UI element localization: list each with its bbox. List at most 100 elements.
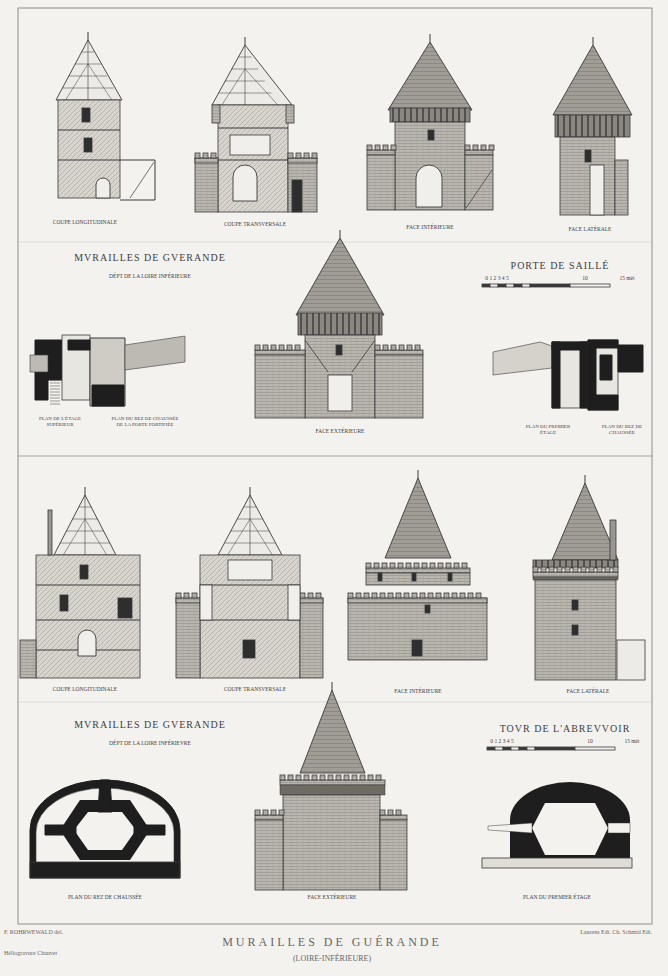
arched-door (233, 165, 257, 201)
merlon (398, 563, 403, 568)
merlon (288, 775, 293, 780)
roof-truss (250, 519, 272, 555)
window (378, 573, 382, 581)
drawing-caption: PLAN DU PREMIER ÉTAGE (502, 894, 612, 900)
window (412, 640, 422, 656)
plate-frame (18, 8, 652, 924)
merlon (436, 593, 441, 598)
corbel (611, 115, 612, 137)
corbel (581, 115, 582, 137)
arched-door (78, 630, 96, 656)
corbel-band (280, 785, 385, 795)
drawing-caption: COUPE TRANSVERSALE (210, 221, 300, 227)
drawing-caption: 0 1 2 3 4 5 (472, 738, 532, 744)
merlon (304, 775, 309, 780)
wall (465, 155, 493, 210)
plan-floor (62, 335, 90, 400)
merlon (428, 593, 433, 598)
merlon (279, 345, 284, 350)
merlon (367, 145, 372, 150)
drawing-caption: FACE EXTÉRIEURE (287, 894, 377, 900)
wall (367, 155, 395, 210)
plan-mass (552, 342, 560, 408)
corbel (422, 108, 423, 122)
finial (250, 487, 251, 495)
roof (300, 690, 365, 773)
merlon (605, 567, 610, 572)
merlon (287, 345, 292, 350)
corbel (398, 108, 399, 122)
drawbridge-chain (352, 340, 375, 372)
stair (50, 380, 60, 381)
merlon (420, 593, 425, 598)
chimney (610, 520, 616, 560)
drawing-caption: FACE INTÉRIEURE (385, 224, 475, 230)
merlon (368, 775, 373, 780)
corbel (366, 313, 367, 335)
parapet (195, 158, 218, 163)
wall (200, 555, 300, 678)
wall (380, 820, 407, 890)
wall (590, 165, 604, 215)
corbel (404, 108, 405, 122)
merlon (255, 810, 260, 815)
window (84, 138, 92, 152)
stair (50, 398, 60, 399)
finial (332, 682, 333, 690)
machicolation (555, 115, 630, 137)
wall-outline (120, 160, 155, 200)
merlon (415, 345, 420, 350)
merlon (195, 153, 200, 158)
merlon (380, 810, 385, 815)
stair (50, 389, 60, 390)
drawing-caption: PLAN DU REZ DE CHAUSSÉE DE LA PORTE FORT… (110, 416, 180, 428)
roof (552, 483, 618, 560)
stair (50, 404, 60, 405)
drawing-caption: DÉPT DE LA LOIRE INFÉRIEURE (80, 273, 220, 279)
merlon (613, 567, 618, 572)
merlon (263, 345, 268, 350)
scale-bar (575, 747, 615, 750)
merlon (184, 593, 189, 598)
wall (176, 598, 200, 678)
scale-bar (535, 747, 575, 750)
floor-line (218, 159, 288, 160)
roof (388, 42, 472, 110)
corbel (372, 313, 373, 335)
corbel (587, 115, 588, 137)
plan-floor (90, 338, 125, 406)
corbel-band (533, 577, 618, 580)
parapet (366, 568, 470, 573)
stair (50, 392, 60, 393)
plan-wall (125, 336, 185, 370)
corbel (416, 108, 417, 122)
window (425, 605, 430, 613)
window (82, 108, 90, 122)
merlon (388, 810, 393, 815)
finial (585, 475, 586, 483)
corbel (306, 313, 307, 335)
corbel (563, 115, 564, 137)
drawing-caption: FACE LATÉRALE (548, 688, 628, 694)
corbel (434, 108, 435, 122)
parapet (255, 815, 283, 820)
merlon (390, 563, 395, 568)
plate-heading: MVRAILLES DE GVERANDE (65, 719, 235, 731)
wall (366, 573, 470, 585)
plan-mass (600, 355, 612, 380)
scale-bar (514, 284, 522, 287)
merlon (312, 775, 317, 780)
corbel (446, 108, 447, 122)
parapet (280, 780, 385, 785)
plan-mass (134, 825, 165, 835)
roof (553, 45, 632, 115)
corbel (324, 313, 325, 335)
wall (212, 105, 220, 123)
plan-wall (493, 342, 552, 375)
merlon (344, 775, 349, 780)
corbel (300, 313, 301, 335)
wall (535, 580, 616, 680)
scale-bar (570, 284, 610, 287)
corbel (428, 108, 429, 122)
merlon (565, 567, 570, 572)
